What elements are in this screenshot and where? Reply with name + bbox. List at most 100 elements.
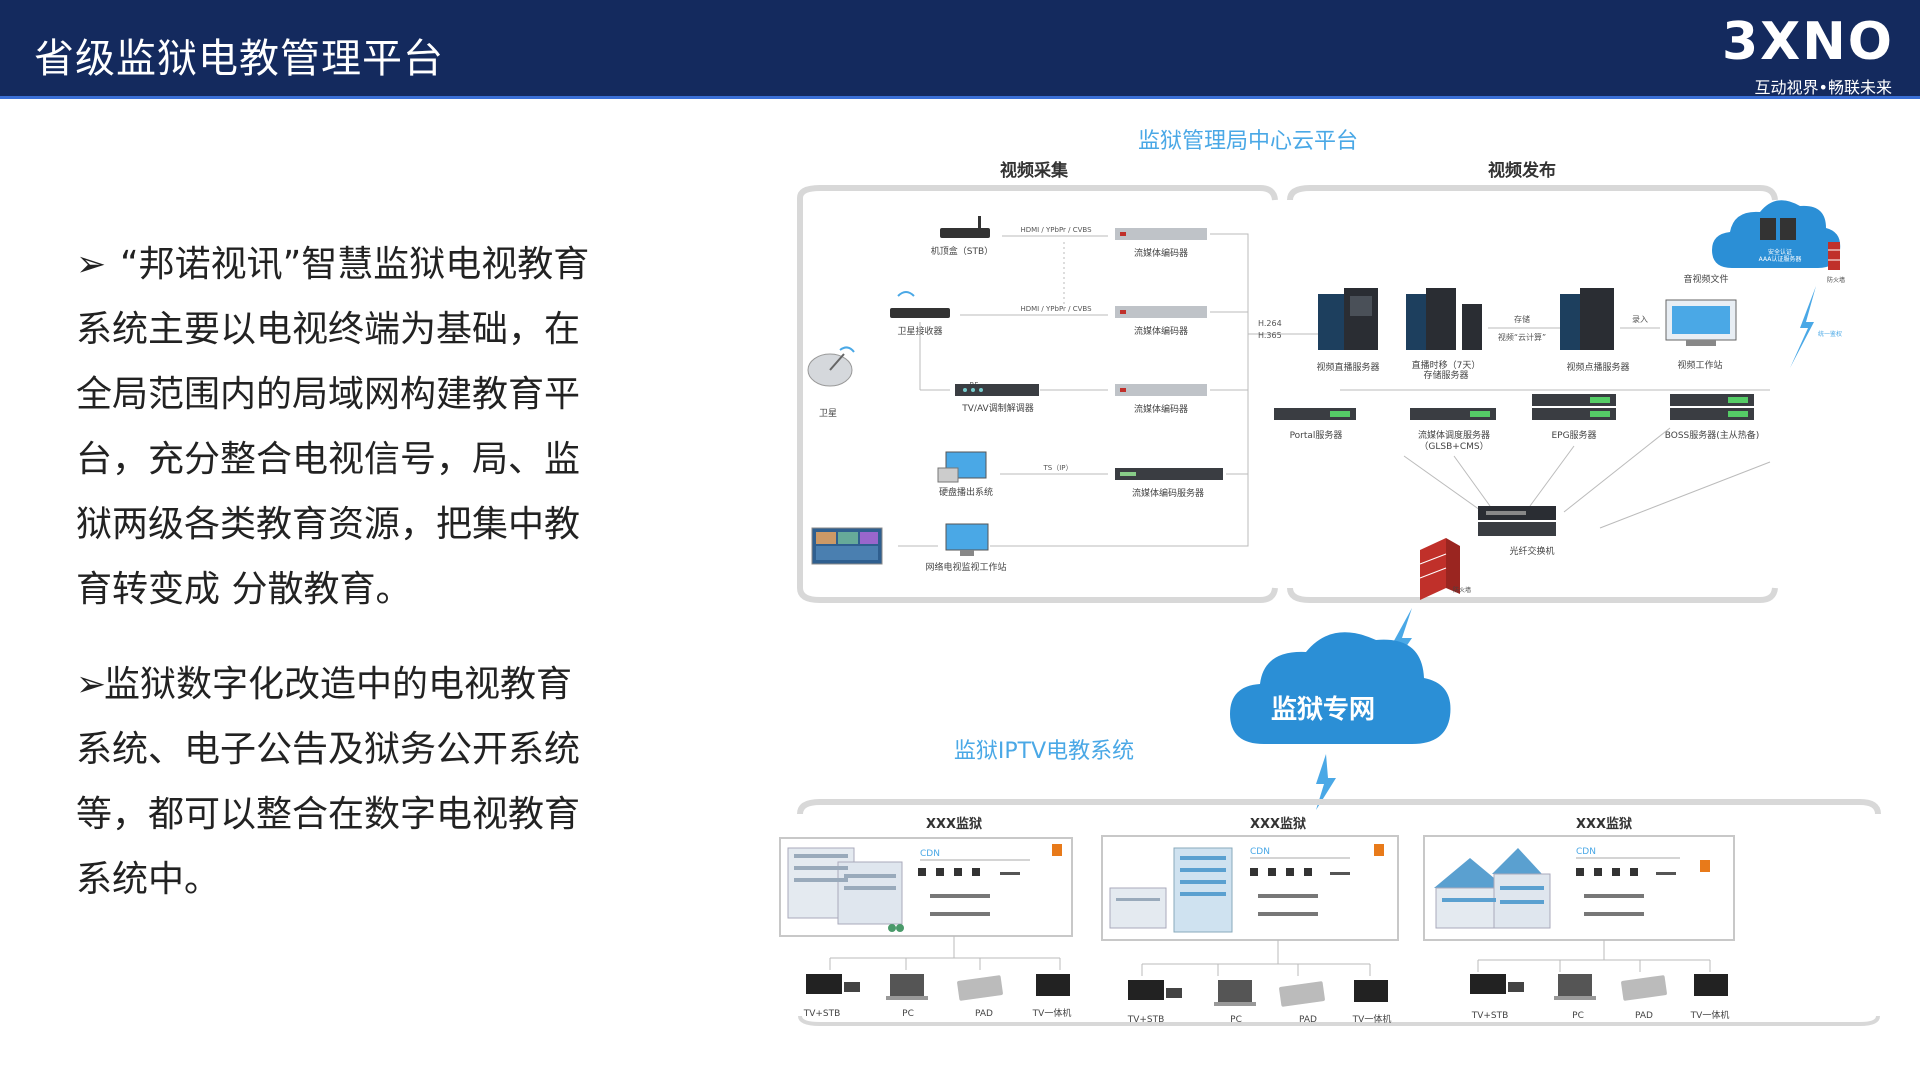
cdn-label-2: CDN [1250, 847, 1270, 857]
dispatch-server-icon [1410, 408, 1496, 420]
aaa-cloud-icon: 安全认证 AAA认证服务器 [1712, 200, 1841, 268]
prison-building-icon [1434, 848, 1551, 929]
stb-icon [940, 216, 990, 238]
disk-system-icon [937, 451, 987, 483]
lightning-bottom-icon [1316, 754, 1336, 810]
store-label: 存储 [1514, 314, 1530, 324]
pc-icon [886, 974, 928, 1000]
satellite-dish-icon [807, 346, 855, 387]
workstation-label: 视频工作站 [1677, 359, 1722, 371]
dispatch-label-2: （GLSB+CMS） [1419, 441, 1488, 452]
encoder-icon-2 [1115, 306, 1207, 318]
switch-label: 光纤交换机 [1509, 545, 1554, 557]
prison-block-2: XXX监狱 CDN TV+STB PC PAD TV一体机 [1101, 816, 1399, 1025]
arrow-bullet-icon: ➢ [76, 664, 107, 705]
company-logo: 3XNO 互动视界•畅联未来 [1714, 12, 1894, 97]
firewall-label: 防火墙 [1453, 586, 1471, 594]
cdn-network-icon [918, 859, 1030, 916]
device-label-2-0: TV+STB [1127, 1015, 1165, 1025]
vod-server-icon [1560, 288, 1614, 350]
encoder-label-1: 流媒体编码器 [1134, 247, 1188, 259]
timeshift-server-icon [1406, 288, 1482, 350]
svg-text:安全认证: 安全认证 [1768, 248, 1792, 256]
capture-title: 视频采集 [1000, 160, 1069, 181]
pad-icon [1621, 975, 1667, 1001]
alarm-icon [1700, 860, 1710, 872]
paragraph-1-text: “邦诺视讯”智慧监狱电视教育系统主要以电视终端为基础，在全局范围内的局域网构建教… [76, 244, 590, 610]
logo-mark: 3XNO [1722, 12, 1894, 72]
tv-stb-icon [806, 974, 860, 994]
paragraph-1: ➢“邦诺视讯”智慧监狱电视教育系统主要以电视终端为基础，在全局范围内的局域网构建… [76, 232, 596, 622]
stb-label: 机顶盒（STB） [931, 245, 993, 257]
disk-label: 硬盘播出系统 [939, 486, 993, 498]
cloud-calc-label: 视频“云计算” [1498, 332, 1546, 342]
boss-label: BOSS服务器(主从热备) [1665, 429, 1760, 441]
signal-label-1: HDMI / YPbPr / CVBS [1020, 226, 1092, 234]
device-label-3-0: TV+STB [1471, 1011, 1509, 1021]
paragraph-2: ➢监狱数字化改造中的电视教育系统、电子公告及狱务公开系统等，都可以整合在数字电视… [76, 652, 596, 912]
publish-frame [1287, 185, 1778, 603]
tv-allinone-icon [1694, 974, 1728, 996]
epg-label: EPG服务器 [1551, 429, 1596, 441]
encoder-label-2: 流媒体编码器 [1134, 325, 1188, 337]
workstation-icon [1665, 299, 1737, 346]
prison-name-2: XXX监狱 [1250, 816, 1306, 832]
timeshift-label-2: 存储服务器 [1423, 369, 1468, 381]
cdn-label-1: CDN [920, 849, 940, 859]
device-label-1-1: PC [902, 1009, 914, 1019]
iptv-title: 监狱IPTV电教系统 [954, 739, 1134, 764]
alarm-icon [1052, 844, 1062, 856]
tv-wall-icon [811, 527, 883, 565]
boss-server-icon [1670, 394, 1754, 420]
monitor-label: 网络电视监视工作站 [925, 561, 1006, 573]
prison-block-3: XXX监狱 CDN TV+STB PC PAD TV一体机 [1423, 816, 1735, 1021]
live-server-icon [1318, 288, 1378, 350]
prison-block-1: XXX监狱 CDN TV+STB PC PAD TV一体机 [779, 816, 1073, 1019]
lightning-icon [1790, 286, 1816, 368]
codec-label-h264: H.264 [1258, 319, 1282, 328]
pad-icon [1279, 981, 1325, 1007]
cdn-label-3: CDN [1576, 847, 1596, 857]
prison-network-cloud-icon [1230, 632, 1451, 744]
device-label-3-2: PAD [1635, 1011, 1653, 1021]
signal-label-2: HDMI / YPbPr / CVBS [1020, 305, 1092, 313]
svg-text:AAA认证服务器: AAA认证服务器 [1759, 255, 1802, 263]
ingest-label: 录入 [1632, 315, 1648, 324]
firewall-icon [1419, 538, 1460, 600]
logo-slogan: 互动视界•畅联未来 [1754, 78, 1892, 97]
firewall-small-icon [1828, 242, 1840, 270]
pc-icon [1214, 980, 1256, 1006]
modem-label: TV/AV调制解调器 [961, 402, 1033, 414]
pad-icon [957, 975, 1003, 1001]
cloud-platform-title: 监狱管理局中心云平台 [1138, 129, 1358, 154]
device-label-1-2: PAD [975, 1009, 993, 1019]
timeshift-label-1: 直播时移（7天） [1412, 359, 1481, 371]
vod-server-label: 视频点播服务器 [1566, 361, 1629, 373]
monitor-workstation-icon [945, 523, 989, 556]
encoder-server-icon [1115, 468, 1223, 480]
epg-server-icon [1532, 394, 1616, 420]
dispatch-label-1: 流媒体调度服务器 [1418, 429, 1490, 441]
description-text: ➢“邦诺视讯”智慧监狱电视教育系统主要以电视终端为基础，在全局范围内的局域网构建… [76, 232, 596, 942]
cdn-network-icon [1250, 857, 1350, 916]
satellite-label: 卫星 [819, 408, 837, 419]
receiver-icon [890, 291, 950, 318]
modem-icon [955, 384, 1039, 396]
page-title: 省级监狱电教管理平台 [34, 36, 444, 82]
tv-stb-icon [1128, 980, 1182, 1000]
cdn-network-icon [1576, 857, 1680, 916]
prison-name-1: XXX监狱 [926, 816, 982, 832]
encoder-icon-3 [1115, 384, 1207, 396]
device-label-2-1: PC [1230, 1015, 1242, 1025]
tv-stb-icon [1470, 974, 1524, 994]
encoder-server-label: 流媒体编码服务器 [1132, 487, 1204, 499]
arrow-bullet-icon: ➢ [76, 244, 107, 285]
prison-name-3: XXX监狱 [1576, 816, 1632, 832]
portal-label: Portal服务器 [1290, 429, 1343, 441]
prison-network-label: 监狱专网 [1271, 695, 1375, 725]
architecture-diagram: 监狱管理局中心云平台 视频采集 视频发布 机顶盒（STB） HDMI / YPb… [770, 118, 1910, 1038]
paragraph-2-text: 监狱数字化改造中的电视教育系统、电子公告及狱务公开系统等，都可以整合在数字电视教… [76, 664, 581, 900]
encoder-icon-1 [1115, 228, 1207, 240]
publish-title: 视频发布 [1488, 160, 1556, 181]
portal-server-icon [1274, 408, 1356, 420]
